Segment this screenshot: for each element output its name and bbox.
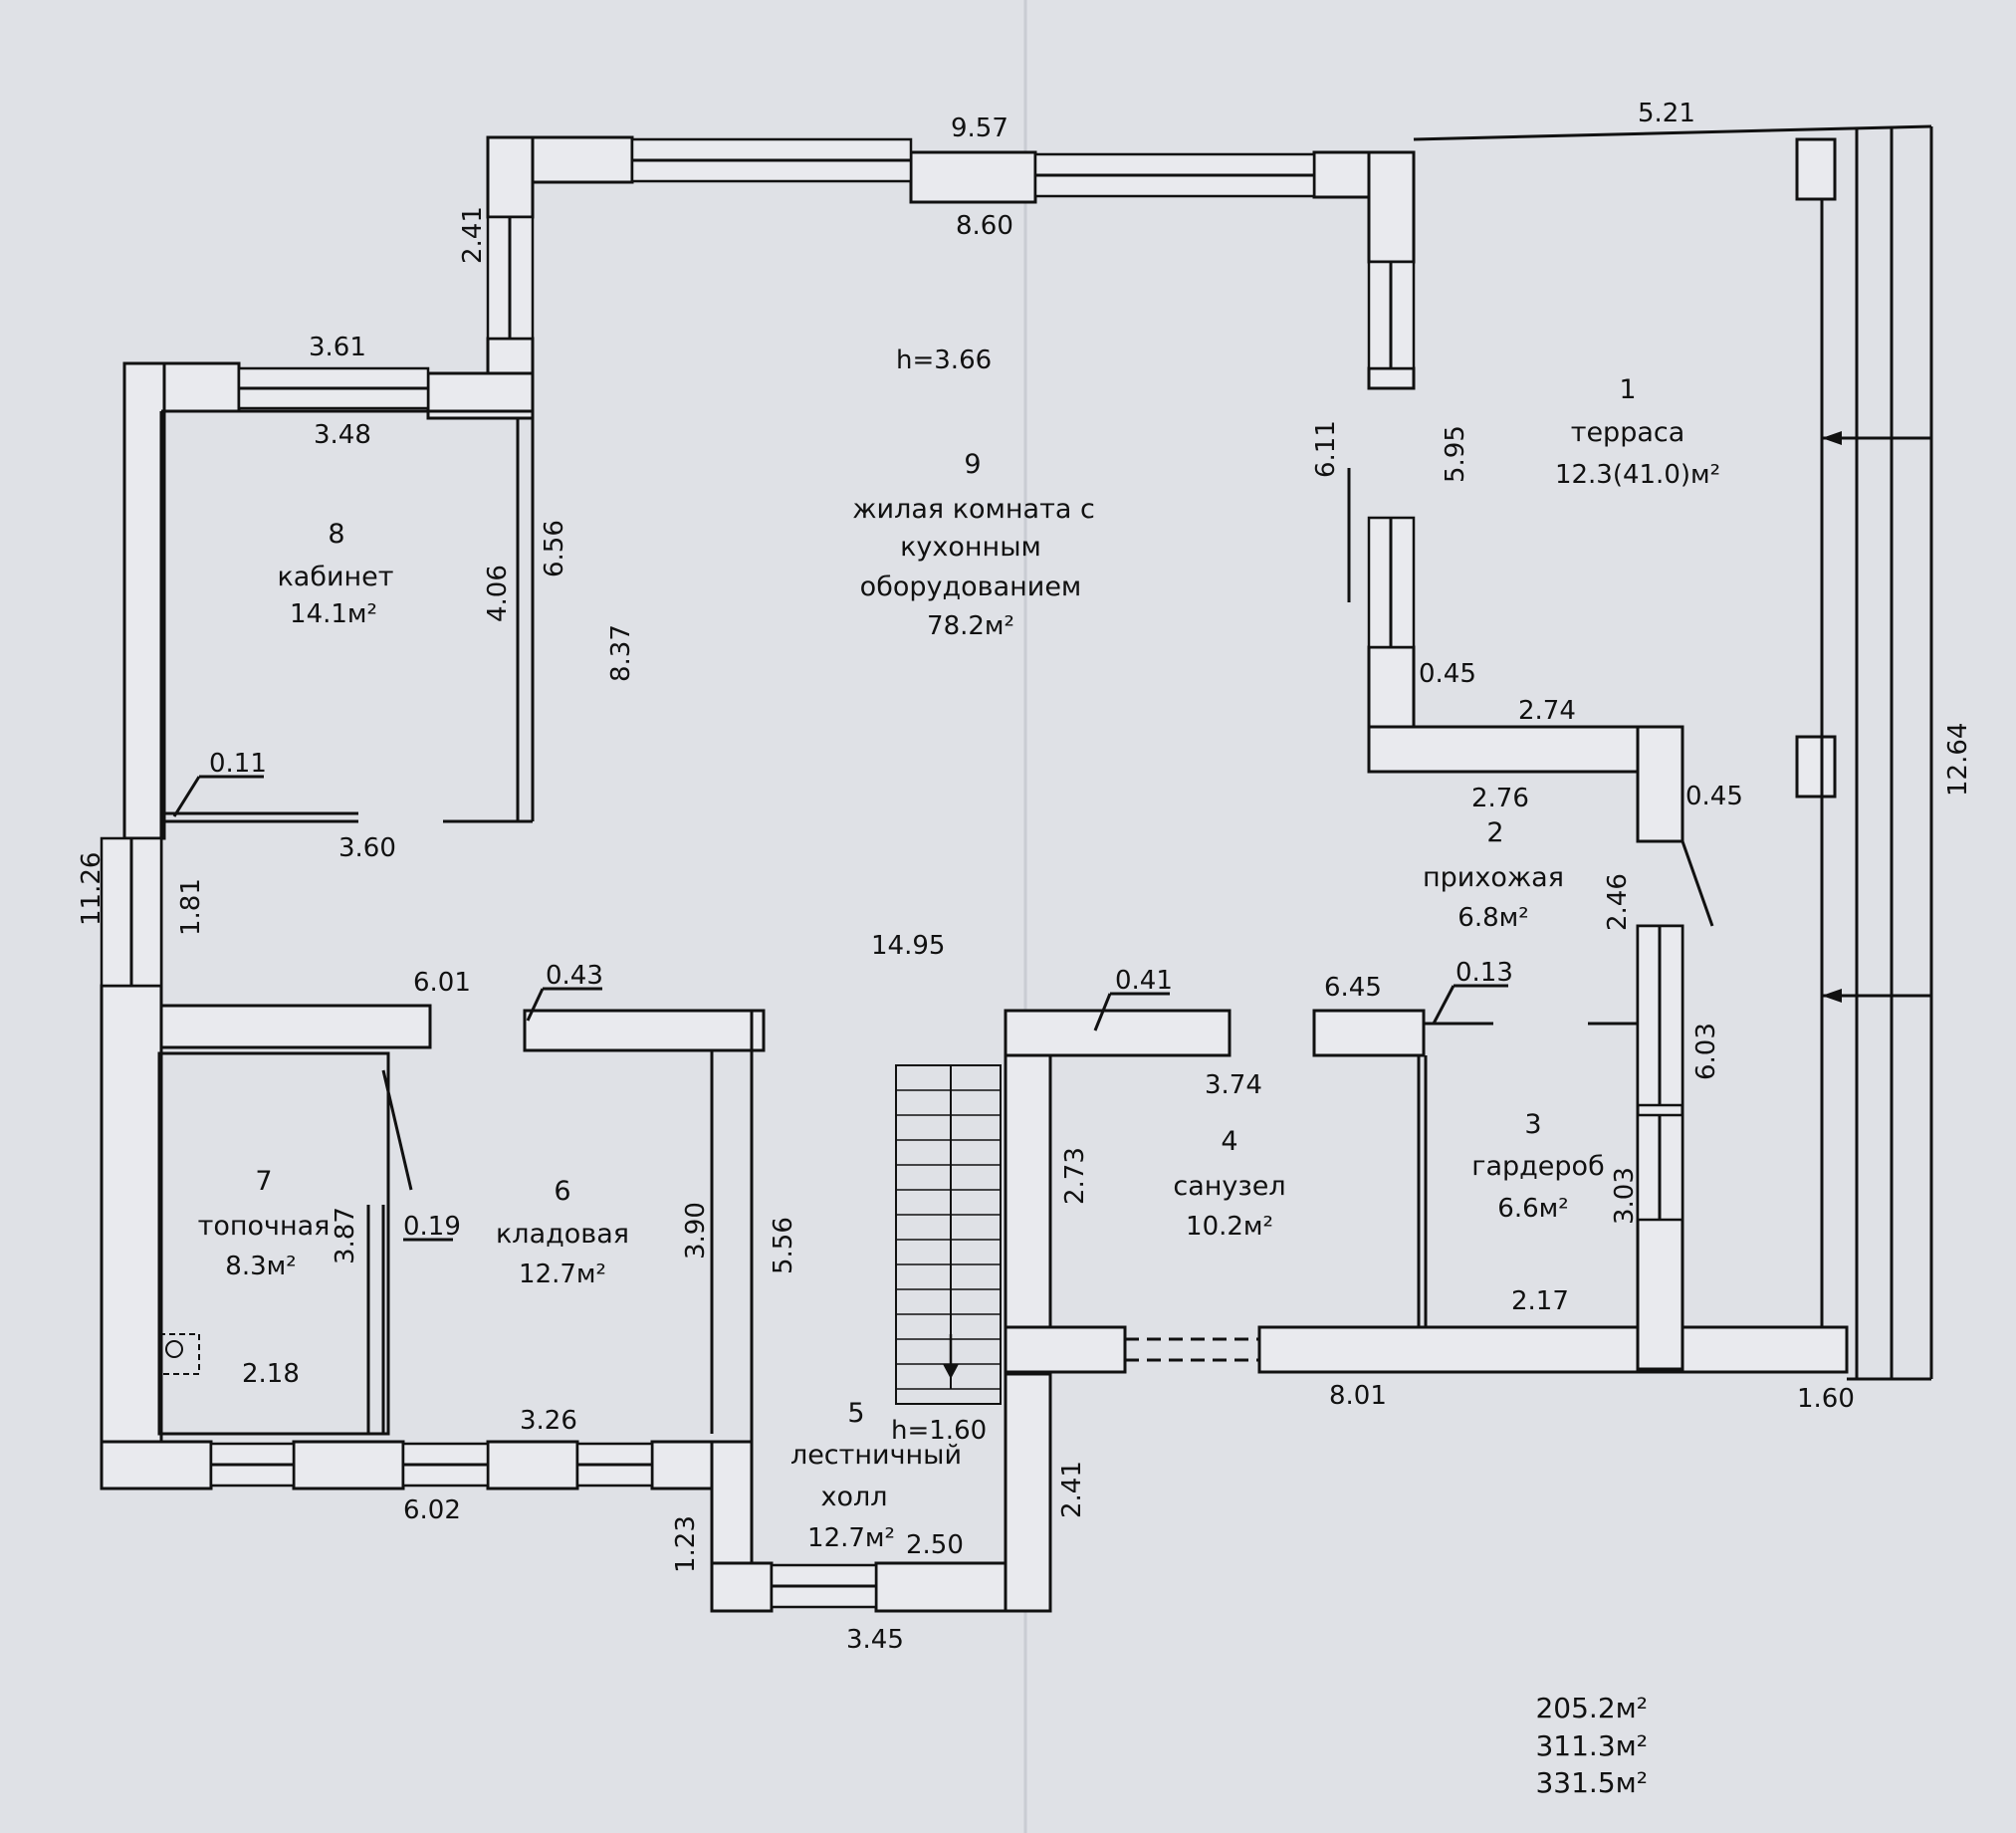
dim-601: 6.01 [413,968,471,998]
room-8-number: 8 [328,519,344,550]
dim-656: 6.56 [540,520,569,577]
room-2-name: прихожая [1423,862,1564,893]
dim-041: 0.41 [1115,966,1173,996]
room-6-number: 6 [554,1176,570,1207]
room-5-area: 12.7м² [807,1523,895,1553]
dim-860: 8.60 [956,211,1013,241]
dim-645: 6.45 [1324,973,1382,1003]
total-1: 205.2м² [1535,1692,1648,1724]
dim-345: 3.45 [846,1625,904,1655]
dim-556: 5.56 [769,1217,798,1274]
stairs [895,1064,1002,1405]
room-4-number: 4 [1221,1126,1237,1157]
dim-374: 3.74 [1205,1070,1262,1100]
room-labels: 1 терраса 12.3(41.0)м² 2 прихожая 6.8м² … [198,374,1720,1553]
dim-611: 6.11 [1311,420,1341,478]
dim-045b: 0.45 [1685,782,1743,811]
height-stair: h=1.60 [891,1416,987,1446]
total-2: 311.3м² [1535,1729,1648,1762]
dim-326: 3.26 [520,1406,577,1436]
dim-013: 0.13 [1456,958,1513,988]
room-4-area: 10.2м² [1186,1212,1273,1242]
dim-348: 3.48 [314,420,371,450]
dim-045a: 0.45 [1419,659,1476,689]
room-9-number: 9 [964,449,981,480]
dim-602: 6.02 [403,1495,461,1525]
room-1-area: 12.3(41.0)м² [1555,460,1720,490]
dim-241b: 2.41 [1057,1461,1087,1518]
walls [100,135,1849,1613]
dim-387: 3.87 [331,1207,360,1264]
dim-406: 4.06 [483,565,513,622]
total-3: 331.5м² [1535,1766,1648,1799]
dim-801: 8.01 [1329,1381,1387,1411]
room-9-name-1: жилая комната с [852,494,1095,525]
windows [100,137,1684,1609]
room-8-area: 14.1м² [290,599,377,629]
dim-303: 3.03 [1610,1167,1640,1225]
dim-274: 2.74 [1518,696,1576,726]
dim-603: 6.03 [1691,1023,1721,1080]
room-6-area: 12.7м² [519,1260,606,1289]
dim-1264: 12.64 [1943,723,1973,797]
room-2-area: 6.8м² [1457,903,1528,933]
room-4-name: санузел [1173,1171,1285,1202]
dim-241a: 2.41 [458,206,488,264]
room-3-number: 3 [1524,1109,1541,1140]
dim-360: 3.60 [338,833,396,863]
dim-217: 2.17 [1511,1286,1569,1316]
room-7-name: топочная [198,1211,331,1242]
room-7-number: 7 [255,1166,272,1197]
room-5-number: 5 [847,1398,864,1429]
room-9-area: 78.2м² [927,611,1014,641]
dim-595: 5.95 [1441,425,1470,483]
dim-246: 2.46 [1603,873,1633,931]
boiler-icon [158,1333,200,1375]
dim-390: 3.90 [681,1202,711,1260]
dim-181: 1.81 [176,878,206,936]
room-9-name-2: кухонным [900,532,1041,563]
room-1-name: терраса [1571,417,1685,448]
area-totals: 205.2м² 311.3м² 331.5м² [1535,1692,1648,1799]
arrow-icon [1822,989,1842,1003]
room-9-name-3: оборудованием [860,572,1082,602]
dim-1495: 14.95 [871,931,945,961]
dim-276: 2.76 [1471,784,1529,813]
height-main: h=3.66 [896,345,992,375]
dim-521: 5.21 [1638,99,1695,128]
dim-160: 1.60 [1797,1384,1855,1414]
dim-361: 3.61 [309,333,366,362]
room-2-number: 2 [1486,817,1503,848]
room-1-number: 1 [1619,374,1636,405]
leader-lines [172,775,1638,1242]
room-6-name: кладовая [496,1219,629,1250]
dim-218: 2.18 [242,1359,300,1389]
arrow-icon [1822,431,1842,445]
dim-1126: 11.26 [77,852,107,926]
dim-957: 9.57 [951,114,1008,143]
thin-walls [157,124,1933,1442]
dim-273: 2.73 [1060,1147,1090,1205]
dim-837: 8.37 [606,624,636,682]
dim-123: 1.23 [671,1515,701,1573]
room-3-name: гардероб [1471,1151,1604,1182]
dim-011: 0.11 [209,749,267,779]
dim-019: 0.19 [403,1212,461,1242]
room-7-area: 8.3м² [225,1252,296,1281]
dim-043: 0.43 [546,961,603,991]
room-5-name-1: лестничный [790,1440,962,1471]
room-3-area: 6.6м² [1497,1194,1568,1224]
dim-250: 2.50 [906,1530,964,1560]
dimension-labels: 9.57 8.60 5.21 2.41 3.61 3.48 6.56 4.06 … [77,99,1973,1655]
room-5-name-2: холл [820,1482,887,1512]
room-8-name: кабинет [277,562,393,592]
